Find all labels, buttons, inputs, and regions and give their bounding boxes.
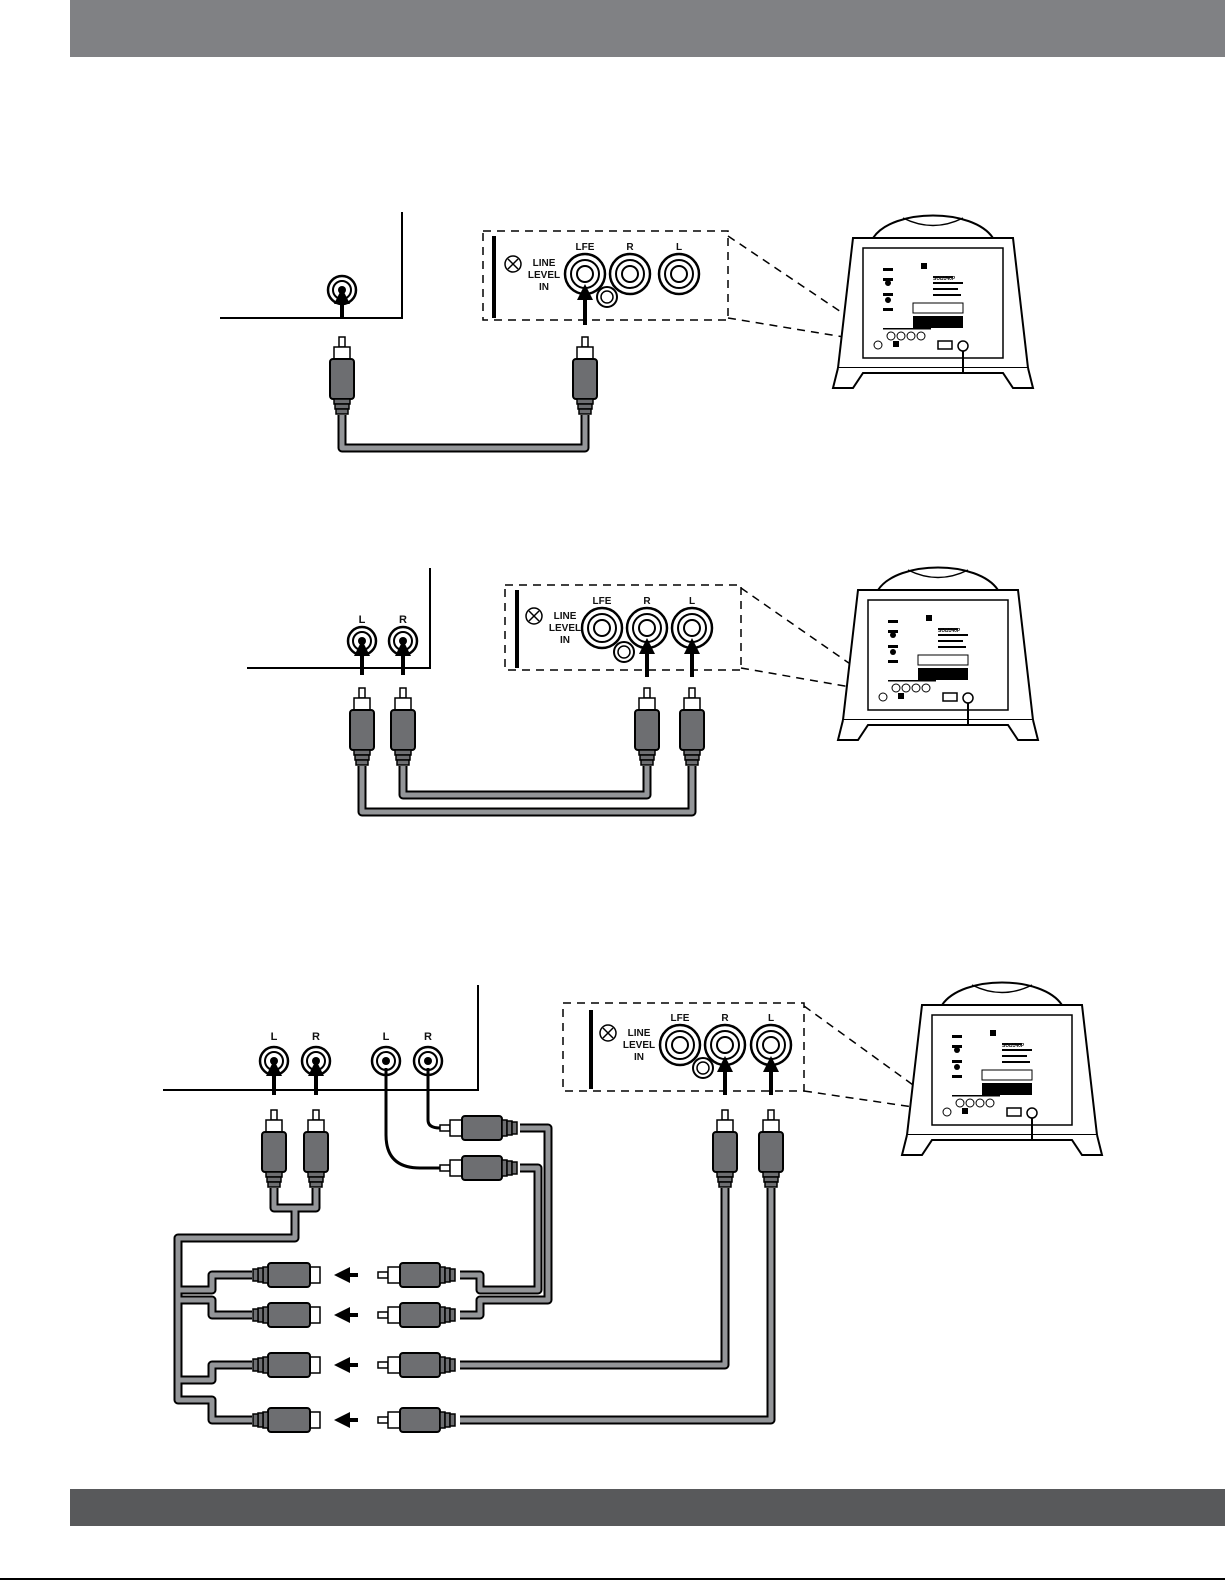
rca-plug-icon [573,337,597,414]
sub-model-label: SUB140P [938,628,961,634]
bottom-rule [0,1578,1225,1580]
receiver-outline [220,212,402,318]
coupler-row [253,1303,455,1327]
panel-r-label: R [643,596,651,607]
coupler-row [253,1263,455,1287]
screw-icon [600,1025,616,1041]
panel-in-label: IN [634,1052,644,1063]
level-knob [597,287,617,307]
rca-plug-icon [378,1263,455,1287]
source-r-label: R [399,614,407,626]
subwoofer-rear-illustration [838,568,1038,741]
rca-jack-icon [253,1303,320,1327]
panel-level-label: LEVEL [549,623,581,634]
source-r-label: R [424,1031,432,1043]
rca-plug-icon [391,688,415,765]
rca-plug-icon [635,688,659,765]
diagram-2: L R LINE LEVEL IN LFE R L [247,568,1038,813]
rca-plug-icon [378,1303,455,1327]
panel-level-label: LEVEL [623,1040,655,1051]
diagram-3: L R L R LINE LEVEL IN LFE R L [163,983,1102,1433]
rca-plug-icon [350,688,374,765]
rca-plug-icon [262,1110,286,1187]
l-jack [751,1025,791,1065]
source-l-label: L [383,1031,390,1043]
sub-model-label: SUB140P [933,276,956,282]
coupler-row [253,1408,455,1432]
r-jack [627,608,667,648]
panel-lfe-label: LFE [593,596,612,607]
lfe-jack [565,254,605,294]
lfe-jack [582,608,622,648]
r-jack [610,254,650,294]
rca-plug-icon [759,1110,783,1187]
l-jack [659,254,699,294]
subwoofer-rear-illustration [833,216,1033,389]
panel-lfe-label: LFE [576,242,595,253]
panel-in-label: IN [560,635,570,646]
level-knob [614,642,634,662]
screw-icon [505,256,521,272]
rca-jack-icon [253,1408,320,1432]
panel-r-label: R [721,1013,729,1024]
panel-line-label: LINE [628,1028,651,1039]
panel-l-label: L [768,1013,774,1024]
panel-line-label: LINE [533,258,556,269]
panel-l-label: L [676,242,682,253]
rca-plug-icon [378,1408,455,1432]
sub-model-label: SUB140P [1002,1043,1025,1049]
panel-l-label: L [689,596,695,607]
rca-plug-icon [304,1110,328,1187]
lfe-jack [660,1025,700,1065]
source-r-label: R [312,1031,320,1043]
subwoofer-rear-illustration [902,983,1102,1156]
panel-level-label: LEVEL [528,270,560,281]
rca-plug-icon [378,1353,455,1377]
screw-icon [526,608,542,624]
rca-plug-icon [680,688,704,765]
rca-plug-icon [330,337,354,414]
panel-r-label: R [626,242,634,253]
diagram-1: LINE LEVEL IN LFE R L SUB140P [220,212,1033,448]
rca-jack-icon [253,1263,320,1287]
footer-bar [70,1489,1225,1526]
rca-jack-icon [253,1353,320,1377]
panel-in-label: IN [539,282,549,293]
panel-lfe-label: LFE [671,1013,690,1024]
r-jack [705,1025,745,1065]
panel-line-label: LINE [554,611,577,622]
l-jack [672,608,712,648]
rca-plug-icon [440,1116,517,1140]
level-knob [693,1058,713,1078]
coupler-row [253,1353,455,1377]
rca-plug-icon [440,1156,517,1180]
rca-plug-icon [713,1110,737,1187]
source-l-label: L [271,1031,278,1043]
source-l-label: L [359,614,366,626]
